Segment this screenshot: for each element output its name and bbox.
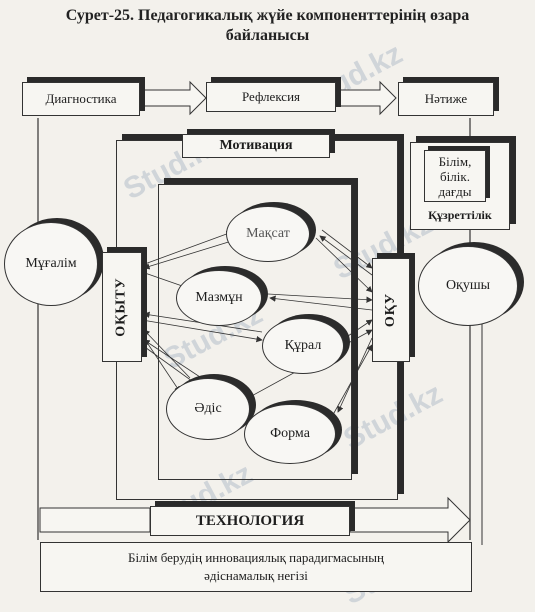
teaching-label: ОҚЫТУ	[114, 277, 129, 337]
knowledge-box: Білім, білік. дағды	[424, 150, 486, 202]
method-label: Әдіс	[194, 401, 222, 416]
method-ellipse: Әдіс	[166, 378, 250, 440]
content-ellipse: Мазмұн	[176, 270, 262, 326]
diagnostics-box: Диагностика	[22, 82, 140, 116]
diagnostics-label: Диагностика	[45, 91, 117, 106]
teaching-box: ОҚЫТУ	[102, 252, 142, 362]
goal-label: Мақсат	[246, 226, 290, 241]
technology-label: ТЕХНОЛОГИЯ	[195, 512, 305, 529]
title-line-2: байланысы	[225, 27, 310, 44]
knowledge-label: Білім, білік. дағды	[438, 153, 472, 199]
motivation-box: Мотивация	[182, 134, 330, 158]
learning-box: ОҚУ	[372, 258, 410, 362]
title-line-1: Сурет-25. Педагогикалық жүйе компонентте…	[65, 7, 470, 24]
result-label: Нәтиже	[424, 91, 468, 106]
form-label: Форма	[270, 426, 310, 441]
methodology-line-2: әдіснамалық негізі	[204, 568, 308, 583]
reflexion-box: Рефлексия	[206, 82, 336, 112]
diagram-title: Сурет-25. Педагогикалық жүйе компонентте…	[0, 6, 535, 46]
motivation-label: Мотивация	[219, 138, 293, 153]
teacher-ellipse: Мұғалім	[4, 222, 98, 306]
learning-label: ОҚУ	[382, 292, 398, 328]
technology-box: ТЕХНОЛОГИЯ	[150, 506, 350, 536]
methodology-box: Білім берудің инновациялық парадигмасыны…	[40, 542, 472, 592]
goal-ellipse: Мақсат	[226, 206, 310, 262]
tool-ellipse: Құрал	[262, 318, 344, 374]
methodology-line-1: Білім берудің инновациялық парадигмасыны…	[128, 550, 384, 565]
result-box: Нәтиже	[398, 82, 494, 116]
content-label: Мазмұн	[195, 290, 243, 305]
student-ellipse: Оқушы	[418, 246, 518, 326]
reflexion-label: Рефлексия	[241, 89, 301, 104]
components-frame	[158, 184, 352, 480]
teacher-label: Мұғалім	[25, 256, 77, 271]
form-ellipse: Форма	[244, 404, 336, 464]
competence-label: Құзреттілік	[428, 208, 492, 222]
student-label: Оқушы	[445, 278, 491, 293]
tool-label: Құрал	[284, 338, 322, 353]
